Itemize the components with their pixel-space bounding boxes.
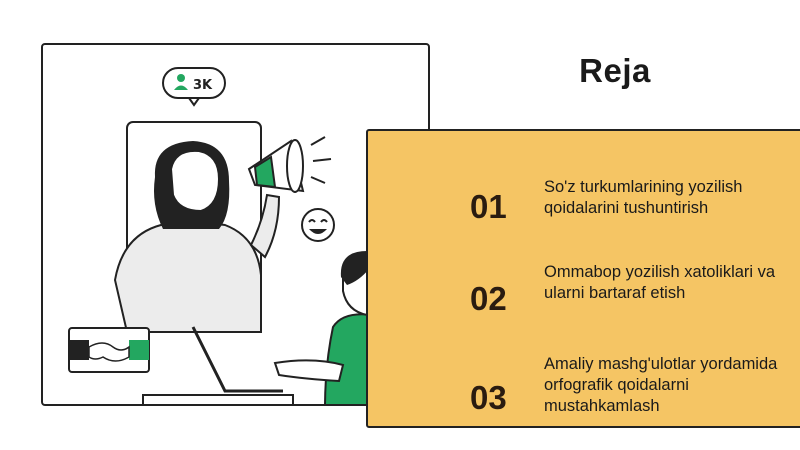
- agenda-panel: [366, 129, 800, 428]
- handshake-icon: [88, 342, 130, 362]
- followers-badge: 3K: [162, 67, 226, 107]
- slide-title: Reja: [579, 52, 651, 89]
- woman-face: [169, 149, 221, 213]
- agenda-item: 02 Ommabop yozilish xatoliklari va ularn…: [470, 263, 775, 317]
- agenda-item-number: 02: [470, 280, 507, 317]
- agenda-item-text: Ommabop yozilish xatoliklari va ularni b…: [544, 263, 776, 302]
- agenda-item-text: Amaliy mashg'ulotlar yordamida orfografi…: [544, 355, 778, 415]
- handshake-card: [68, 327, 150, 373]
- woman-body: [113, 219, 262, 333]
- agenda-item: 01 So'z turkumlarining yozilish qoidalar…: [470, 178, 742, 225]
- illustration-frame: 3K: [41, 43, 430, 406]
- agenda-item-text: So'z turkumlarining yozilish qoidalarini…: [544, 178, 743, 217]
- megaphone-icon: [247, 136, 332, 193]
- followers-count: 3K: [193, 78, 213, 93]
- smiley-icon: [301, 208, 335, 242]
- user-icon: [177, 74, 185, 82]
- agenda-item: 03 Amaliy mashg'ulotlar yordamida orfogr…: [470, 355, 777, 416]
- illustration: 3K: [68, 67, 416, 404]
- desk: [142, 394, 294, 404]
- agenda-item-number: 03: [470, 379, 507, 416]
- woman-arm: [249, 193, 281, 259]
- man-hands: [273, 359, 345, 383]
- laptop: [191, 326, 283, 393]
- agenda-item-number: 01: [470, 188, 507, 225]
